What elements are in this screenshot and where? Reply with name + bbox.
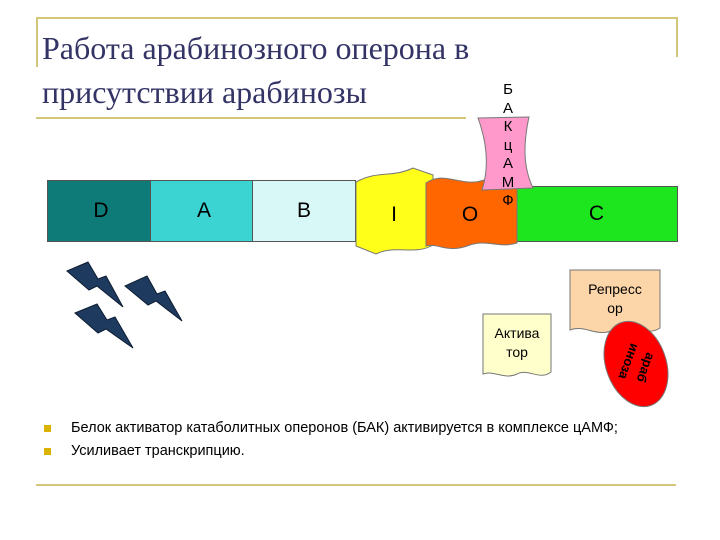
lightning-bolt-icon	[74, 303, 134, 349]
bak-label: Б А К ц А М Ф	[490, 81, 526, 211]
activator-protein	[482, 313, 552, 377]
bak-letter: ц	[503, 136, 513, 154]
arabinose-line1: араб	[634, 351, 659, 385]
gene-c-label: C	[588, 202, 605, 225]
gene-a: A	[150, 180, 258, 242]
gene-d: D	[47, 180, 155, 242]
gene-a-label: A	[196, 199, 211, 222]
title-underline	[36, 117, 466, 119]
repressor-line2: ор	[607, 300, 623, 316]
activator-line1: Актива	[495, 325, 540, 341]
bottom-rule	[36, 484, 676, 486]
bullet-text: Усиливает транскрипцию.	[71, 443, 245, 459]
bullet-marker	[44, 448, 51, 455]
bak-letter: Б	[503, 81, 513, 98]
gene-b-label: B	[296, 199, 311, 222]
repressor-line1: Репресс	[588, 281, 642, 297]
gene-i-label: I	[391, 203, 397, 226]
left-rule	[36, 17, 38, 67]
right-rule	[676, 17, 678, 57]
lightning-bolt-icon	[66, 261, 124, 308]
lightning-bolt-icon	[124, 275, 183, 322]
repressor-protein	[569, 269, 661, 334]
bullet-marker	[44, 425, 51, 432]
bak-letter: К	[503, 118, 513, 135]
slide-title: Работа арабинозного оперона в присутстви…	[42, 30, 470, 110]
bullet-item: Белок активатор катаболитных оперонов (Б…	[44, 420, 664, 437]
gene-d-label: D	[93, 199, 109, 222]
bullet-text: Белок активатор катаболитных оперонов (Б…	[71, 420, 618, 436]
bullet-list: Белок активатор катаболитных оперонов (Б…	[44, 420, 664, 466]
gene-o-label: O	[462, 203, 478, 226]
gene-c: C	[515, 186, 678, 242]
gene-i	[355, 167, 434, 255]
activator-line2: тор	[506, 344, 528, 360]
bak-letter: А	[502, 155, 513, 172]
arabinose-molecule	[603, 320, 669, 408]
gene-b: B	[252, 180, 356, 242]
top-rule	[36, 17, 676, 19]
bak-letter: А	[502, 99, 513, 117]
bullet-item: Усиливает транскрипцию.	[44, 443, 664, 460]
bak-letter: М	[501, 173, 515, 191]
bak-letter: Ф	[502, 192, 514, 209]
arabinose-line2: иноза	[615, 341, 642, 382]
